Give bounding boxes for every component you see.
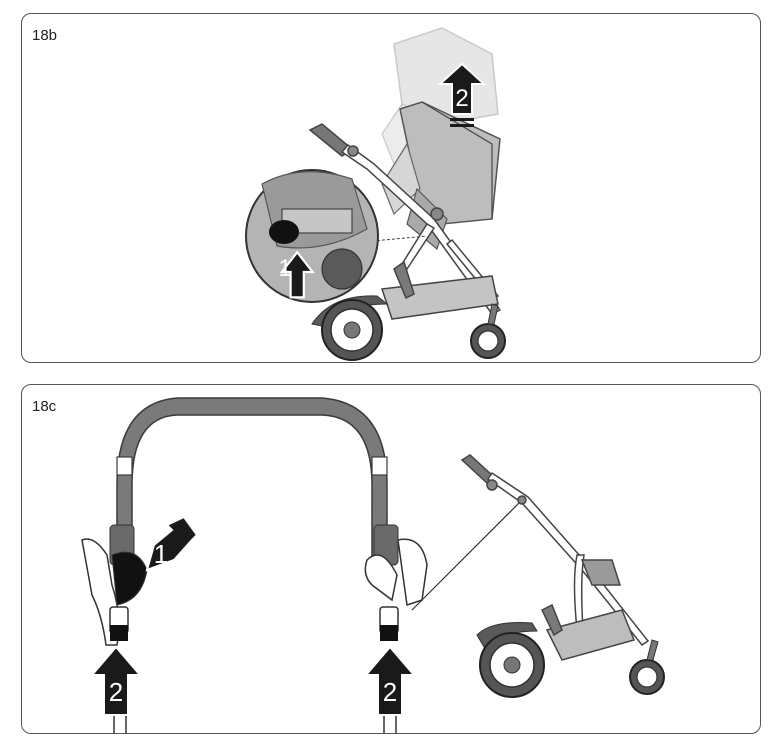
stroller-seat-illustration: 1 2 [245,27,506,361]
handlebar-removal-illustration: 1 2 2 [81,397,665,733]
rear-wheel-icon [311,295,389,361]
diagonal-arrow-icon: 1 [145,515,199,572]
panel-label: 18b [32,27,58,44]
step-number-2: 2 [383,677,397,707]
up-arrow-icon: 2 [363,645,417,716]
stroller-icon [460,454,650,661]
step-number-2: 2 [455,85,468,112]
panel-label: 18c [32,398,57,415]
magnifier-callout-icon [245,169,428,303]
instruction-panel-18c: 18c [21,384,761,734]
front-wheel-icon [470,303,506,359]
step-number-1: 1 [154,539,168,569]
leader-line [411,499,523,611]
up-arrow-icon: 1 [278,250,315,299]
up-arrow-icon: 2 [437,62,487,127]
hand-icon [364,538,428,606]
up-arrow-icon: 2 [89,645,143,716]
instruction-panel-18b: 18b [21,13,761,363]
step-number-2: 2 [109,677,123,707]
wheel-icon [629,639,665,695]
step-number-1: 1 [278,255,291,282]
wheel-icon [476,622,545,698]
stroller-frame [308,123,502,320]
